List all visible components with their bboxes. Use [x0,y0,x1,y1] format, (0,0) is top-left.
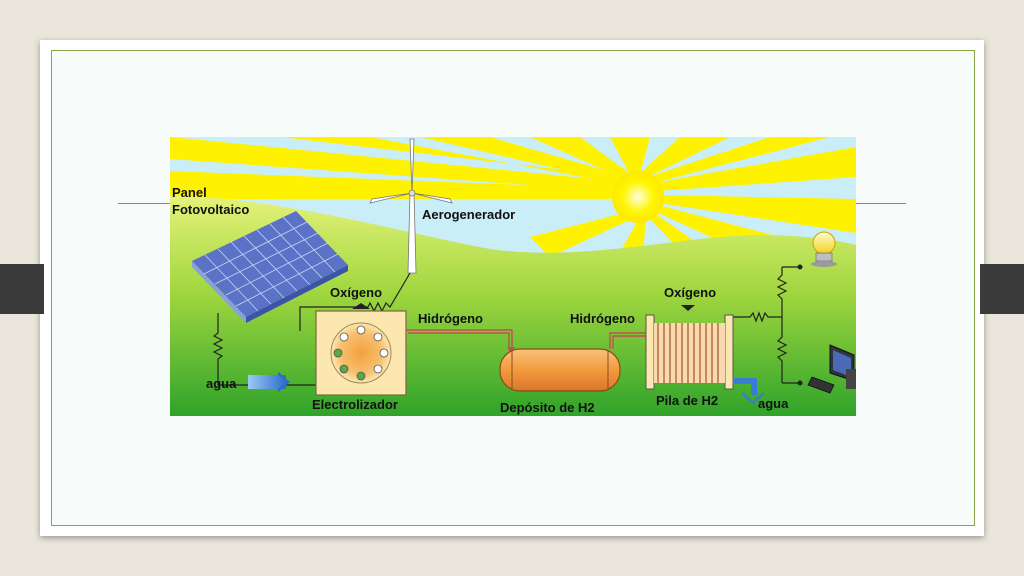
label-oxygen-right: Oxígeno [664,285,716,300]
computer-icon [807,344,856,394]
hydrogen-pipes [406,329,648,349]
label-tank: Depósito de H2 [500,400,595,415]
label-water-in: agua [206,376,237,391]
label-panel-line2: Fotovoltaico [172,202,249,217]
right-side-tab [980,264,1024,314]
label-wind-turbine: Aerogenerador [422,207,515,222]
water-outlet-pipe [733,378,765,405]
label-fuel-cell: Pila de H2 [656,393,718,408]
wind-turbine [369,138,453,274]
hydrogen-tank [499,348,621,392]
title-rule-left [118,203,170,204]
label-oxygen-left: Oxígeno [330,285,382,300]
wire-node-bottom [797,380,803,386]
water-inlet-pipe [248,372,290,392]
left-side-tab [0,264,44,314]
electrolyzer [315,310,407,396]
label-water-out: agua [758,396,789,411]
hydrogen-energy-diagram: Panel Fotovoltaico Aerogenerador Oxígeno… [170,137,856,416]
title-rule-right [856,203,906,204]
label-electrolyzer: Electrolizador [312,397,398,412]
oxygen-right-arrow [681,305,695,311]
fuel-cell [645,314,734,390]
wire-node-top [797,264,803,270]
wiring [212,266,800,386]
label-panel-line1: Panel [172,185,207,200]
light-bulb-icon [811,231,837,267]
label-hydrogen-left: Hidrógeno [418,311,483,326]
diagram-svg: Panel Fotovoltaico Aerogenerador Oxígeno… [170,137,856,416]
solar-panel [192,211,348,323]
sun [612,171,664,223]
label-hydrogen-right: Hidrógeno [570,311,635,326]
tank-inlet-arrow [507,347,515,353]
oxygen-left-arrow [352,303,370,309]
